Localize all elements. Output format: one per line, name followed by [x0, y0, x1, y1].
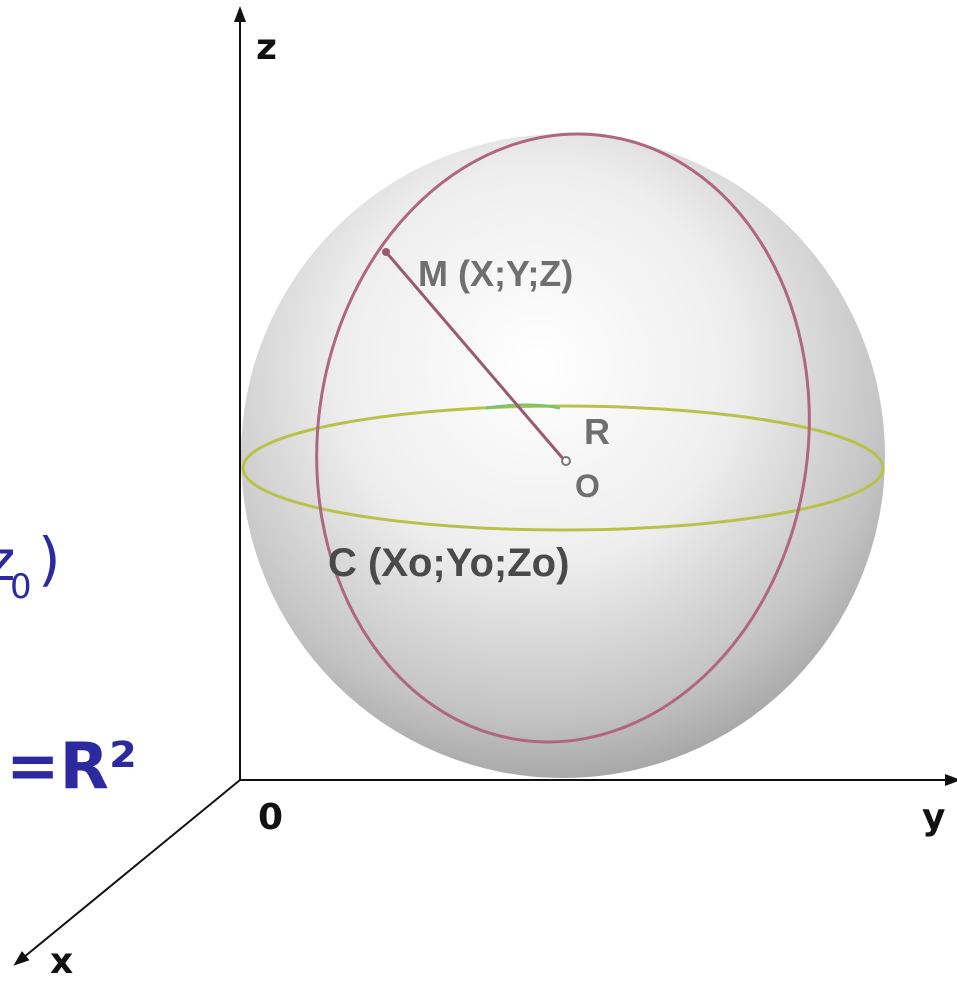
z-axis-label: z: [256, 27, 277, 68]
point-m-label: M (X;Y;Z): [418, 253, 574, 294]
equator-back-highlight: [485, 403, 561, 410]
formula-partial-paren: ): [38, 525, 61, 593]
center-marker: [561, 456, 571, 466]
center-label: C (Xo;Yo;Zo): [328, 541, 570, 585]
radius-label: R: [584, 411, 610, 452]
radius-line: [384, 251, 567, 462]
sphere: [241, 134, 885, 778]
x-axis: [13, 779, 241, 966]
equator-circle: [241, 404, 885, 532]
y-axis-label: y: [922, 797, 946, 838]
point-m-marker: [382, 248, 390, 256]
meridian-circle: [315, 132, 811, 744]
formula-right-side: =R²: [6, 730, 137, 804]
center-marker-label: O: [575, 468, 600, 504]
origin-label: 0: [258, 797, 284, 838]
formula-partial-z: z: [0, 529, 16, 594]
x-axis-label: x: [50, 941, 74, 982]
formula-partial-subscript: 0: [10, 567, 32, 607]
